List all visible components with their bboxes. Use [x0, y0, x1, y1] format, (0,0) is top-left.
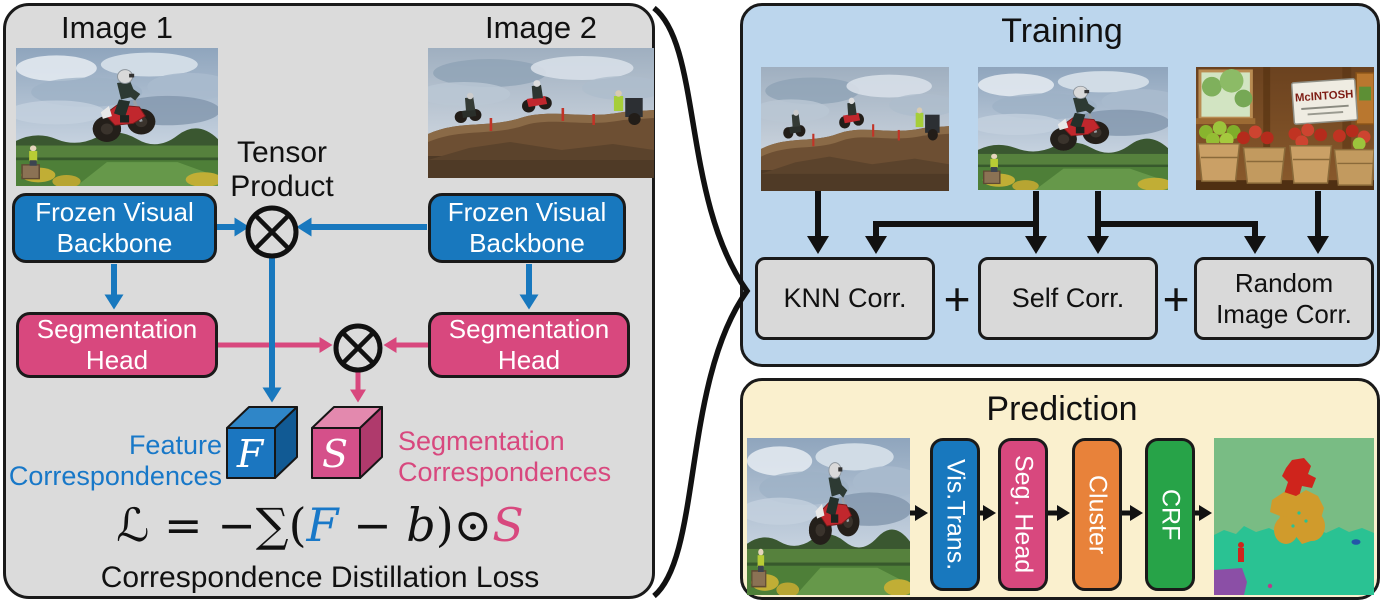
formula-odot: )⊙ — [435, 498, 493, 552]
formula-minus: − — [338, 498, 407, 552]
segmentation-correspondences-label: Segmentation Correspondences — [398, 426, 612, 487]
random-image-corr-box: Random Image Corr. — [1194, 257, 1374, 340]
vis-trans-box: Vis.Trans. — [930, 438, 980, 591]
frozen-backbone-box-1: Frozen Visual Backbone — [12, 193, 217, 263]
brace-connector — [652, 5, 751, 599]
prediction-title: Prediction — [986, 390, 1138, 428]
loss-formula: ℒ = −∑(F − b)⊙S — [60, 498, 580, 552]
apple-baskets — [1197, 121, 1374, 186]
image2-photo — [428, 48, 654, 178]
prediction-input-photo — [747, 438, 910, 595]
segmentation-head-box-2: Segmentation Head — [428, 312, 630, 378]
mcintosh-sign-text: McINTOSH — [1295, 88, 1354, 104]
prediction-segmentation-output — [1214, 438, 1374, 595]
formula-b-term: b — [406, 498, 436, 552]
self-corr-box: Self Corr. — [978, 257, 1158, 340]
mcintosh-sign: McINTOSH — [1290, 78, 1359, 125]
segmentation-head-box-1: Segmentation Head — [16, 312, 218, 378]
crf-box: CRF — [1145, 438, 1195, 591]
training-image-knn — [761, 67, 949, 191]
frozen-backbone-box-2: Frozen Visual Backbone — [428, 193, 626, 263]
training-image-random-apples: McINTOSH — [1196, 67, 1374, 190]
tensor-product-label: Tensor Product — [230, 136, 334, 203]
plus-sign-1: + — [943, 273, 971, 325]
loss-caption: Correspondence Distillation Loss — [100, 561, 540, 594]
plus-sign-2: + — [1162, 273, 1190, 325]
seg-head-box: Seg. Head — [998, 438, 1048, 591]
formula-prefix: ℒ = −∑( — [116, 498, 307, 552]
image1-photo — [16, 48, 218, 186]
training-title: Training — [1001, 12, 1123, 50]
training-image-self — [978, 67, 1168, 190]
feature-correspondences-label: Feature Correspondences — [8, 430, 222, 491]
knn-corr-box: KNN Corr. — [755, 257, 935, 340]
image2-label: Image 2 — [484, 10, 597, 45]
formula-f-term: F — [306, 498, 339, 552]
image1-label: Image 1 — [60, 10, 173, 45]
formula-s-term: S — [492, 498, 524, 552]
cluster-box: Cluster — [1072, 438, 1122, 591]
